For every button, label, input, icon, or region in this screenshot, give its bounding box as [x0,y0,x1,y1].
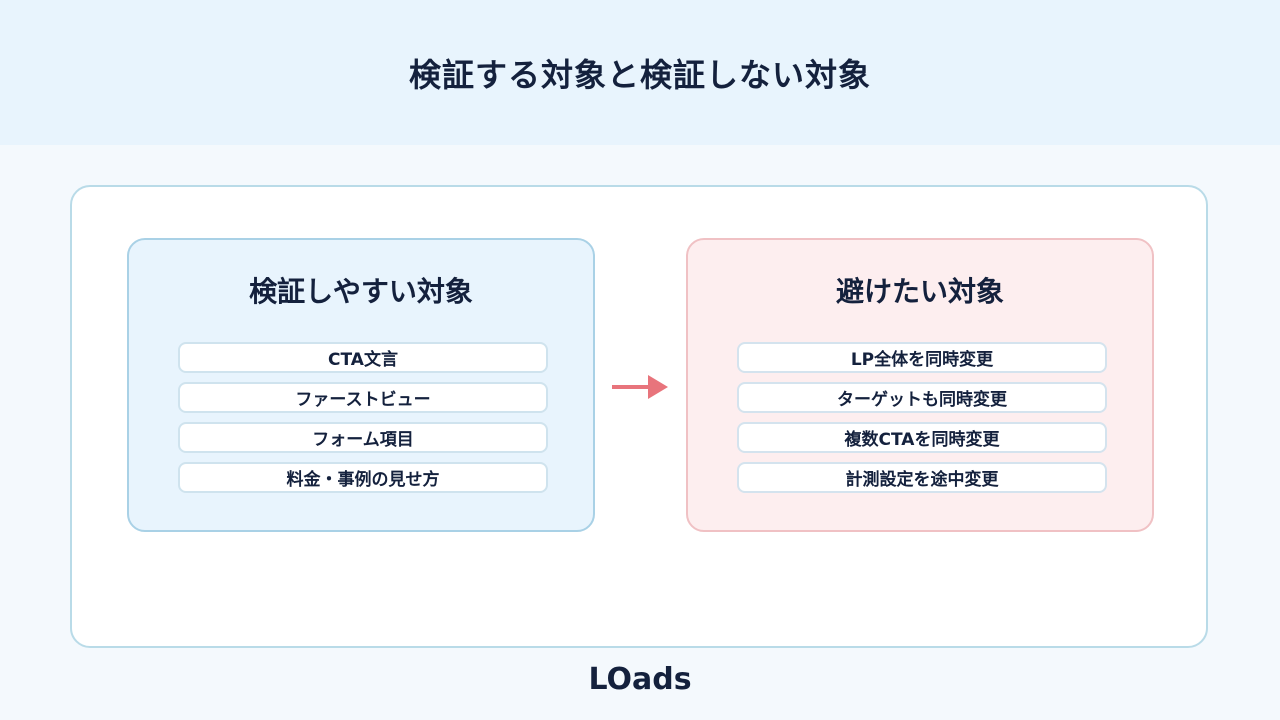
header-banner: 検証する対象と検証しない対象 [0,0,1280,145]
list-item: ターゲットも同時変更 [737,382,1107,413]
list-item: 計測設定を途中変更 [737,462,1107,493]
list-item: LP全体を同時変更 [737,342,1107,373]
list-item: CTA文言 [178,342,548,373]
arrow-right-icon [612,375,668,399]
avoid-targets-list: LP全体を同時変更 ターゲットも同時変更 複数CTAを同時変更 計測設定を途中変… [737,342,1107,502]
easy-targets-list: CTA文言 ファーストビュー フォーム項目 料金・事例の見せ方 [178,342,548,502]
list-item: 料金・事例の見せ方 [178,462,548,493]
brand-logo: LOads [588,662,692,697]
list-item: 複数CTAを同時変更 [737,422,1107,453]
page-title: 検証する対象と検証しない対象 [408,55,871,94]
avoid-targets-title: 避けたい対象 [835,275,1004,308]
easy-targets-card: 検証しやすい対象 CTA文言 ファーストビュー フォーム項目 料金・事例の見せ方 [127,238,595,532]
list-item: ファーストビュー [178,382,548,413]
list-item: フォーム項目 [178,422,548,453]
avoid-targets-card: 避けたい対象 LP全体を同時変更 ターゲットも同時変更 複数CTAを同時変更 計… [686,238,1154,532]
easy-targets-title: 検証しやすい対象 [249,275,473,308]
